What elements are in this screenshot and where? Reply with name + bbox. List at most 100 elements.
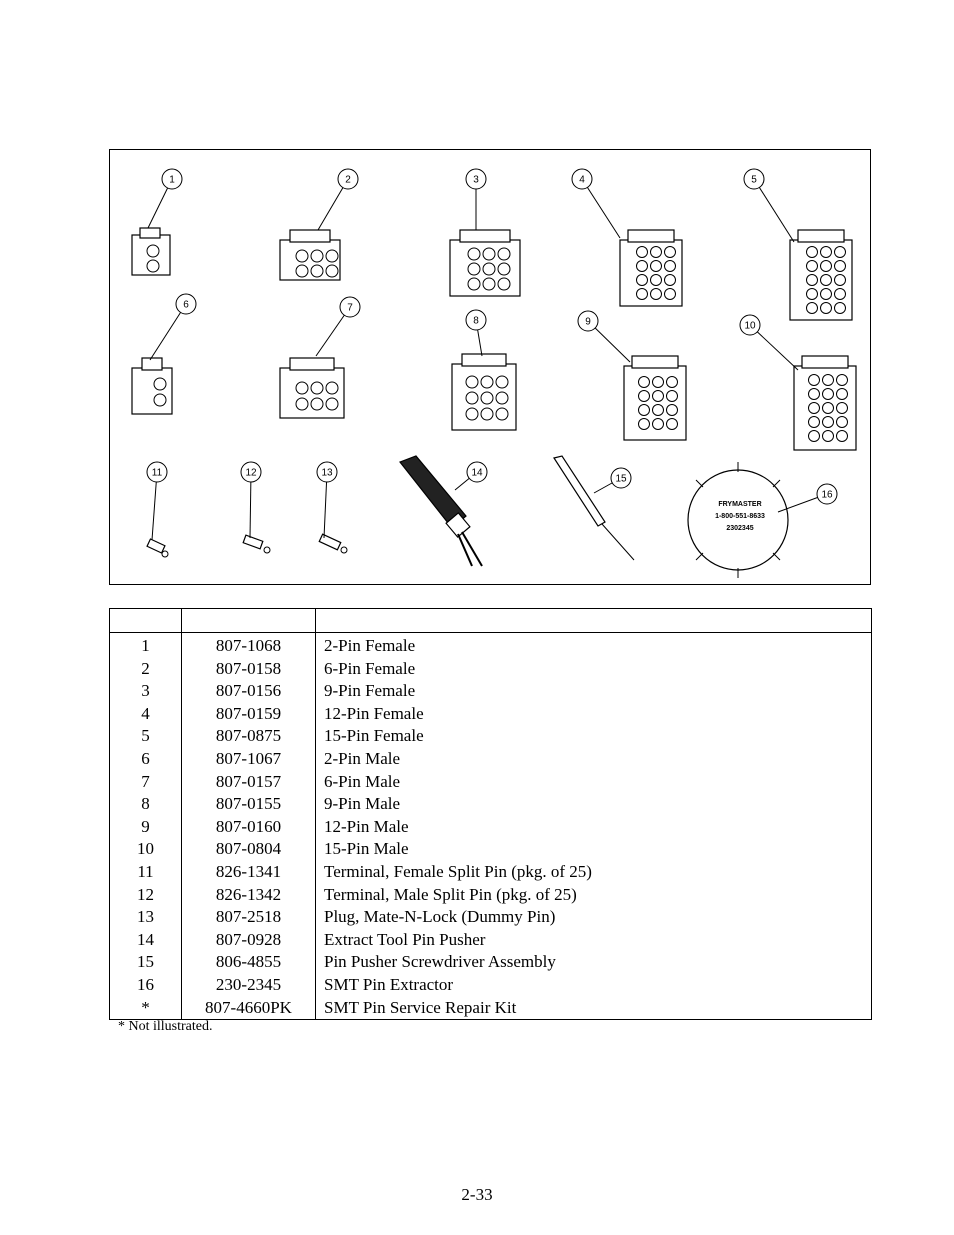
callout-6: 6 [149,293,197,361]
callout-circle [465,168,487,190]
callout-number: 5 [751,175,757,186]
terminal-female-split-pin [146,538,169,558]
header-item [109,608,182,633]
callout-leader-line [149,303,187,361]
connector-12-pin-female [619,229,683,307]
extractor-part-label: 2302345 [726,525,753,532]
callout-circle [146,461,168,483]
cell-part-number: 807-0928 [181,928,316,952]
callout-circle [339,296,361,318]
connector-drawing: FRYMASTER 1-800-551-8633 2302345 1234567… [131,168,857,578]
cell-description: Pin Pusher Screwdriver Assembly [315,951,872,974]
callout-8: 8 [465,309,487,357]
header-part-number [181,608,316,633]
callout-leader-line [249,471,252,539]
cell-item: 13 [109,906,182,929]
callout-leader-line [753,178,795,243]
cell-description: SMT Pin Extractor [315,973,872,997]
callout-leader-line [323,471,328,539]
callout-leader-line [749,324,799,371]
callout-number: 6 [183,300,189,311]
cell-part-number: 807-0804 [181,838,316,861]
callout-15: 15 [593,467,632,494]
cell-part-number: 807-0157 [181,770,316,794]
connector-2-pin-male [131,357,173,415]
callout-14: 14 [454,461,488,491]
callout-circle [337,168,359,190]
callout-circle [466,461,488,483]
cell-description: Terminal, Male Split Pin (pkg. of 25) [315,883,872,907]
cell-description: 6-Pin Male [315,770,872,794]
connector-6-pin-male [279,357,345,419]
callout-number: 8 [473,316,479,327]
callout-number: 3 [473,175,479,186]
callout-circle [240,461,262,483]
cell-part-number: 826-1342 [181,883,316,907]
callout-circle [743,168,765,190]
cell-part-number: 807-0158 [181,657,316,681]
dummy-pin-plug [318,533,348,554]
callout-number: 10 [744,321,756,332]
cell-description: 9-Pin Female [315,680,872,703]
connector-2-pin-female [131,227,171,276]
callout-2: 2 [317,168,359,231]
callout-circle [739,314,761,336]
connector-15-pin-female [789,229,853,321]
cell-part-number: 807-0156 [181,680,316,703]
cell-description: 12-Pin Female [315,702,872,726]
cell-item: 11 [109,860,182,884]
callout-10: 10 [739,314,799,371]
cell-description: Extract Tool Pin Pusher [315,928,872,952]
cell-item: 4 [109,702,182,726]
extractor-phone-label: 1-800-551-8633 [715,513,765,520]
connector-12-pin-male [623,355,687,441]
cell-item: * [109,996,182,1021]
callout-12: 12 [240,461,262,539]
cell-description: 12-Pin Male [315,815,872,839]
cell-part-number: 807-1067 [181,747,316,771]
callout-leader-line [151,471,158,541]
cell-description: 9-Pin Male [315,793,872,816]
callout-1: 1 [147,168,183,229]
terminal-male-split-pin [242,534,271,554]
callout-number: 9 [585,317,591,328]
cell-description: 15-Pin Female [315,725,872,748]
connector-9-pin-male [451,353,517,431]
callout-circle [816,483,838,505]
cell-description: SMT Pin Service Repair Kit [315,996,872,1021]
connector-6-pin-female [279,229,341,281]
page-number: 2-33 [461,1185,493,1204]
cell-item: 7 [109,770,182,794]
cell-part-number: 807-2518 [181,906,316,929]
callout-number: 2 [345,175,351,186]
callout-leader-line [581,178,621,239]
table-header-row [109,608,872,633]
extractor-brand-label: FRYMASTER [718,501,761,508]
cell-item: 14 [109,928,182,952]
cell-item: 9 [109,815,182,839]
callout-16: 16 [777,483,838,513]
cell-description: Terminal, Female Split Pin (pkg. of 25) [315,860,872,884]
cell-part-number: 826-1341 [181,860,316,884]
callout-3: 3 [465,168,487,230]
cell-item: 16 [109,973,182,997]
cell-item: 2 [109,657,182,681]
callout-circle [175,293,197,315]
callout-circle [161,168,183,190]
cell-item: 10 [109,838,182,861]
callout-number: 15 [615,474,627,485]
cell-item: 3 [109,680,182,703]
callout-circle [571,168,593,190]
